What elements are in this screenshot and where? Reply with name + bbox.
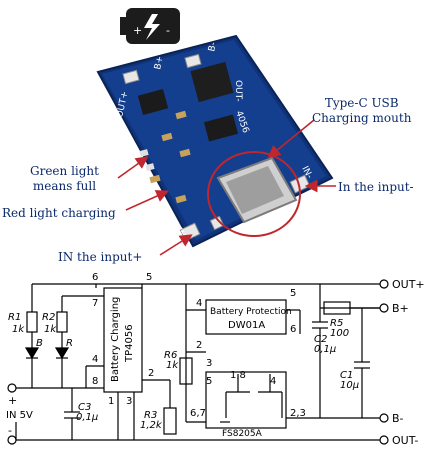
charger-pin-5: 5 (146, 272, 152, 283)
led-blue (24, 347, 40, 360)
led-r-label: R (66, 338, 73, 349)
term-out-plus: OUT+ (392, 278, 425, 291)
r1-label: R1 (8, 312, 21, 323)
silk-b-plus: B+ (153, 55, 166, 70)
r6-value: 1k (166, 360, 179, 371)
charger-pin-1: 1 (108, 396, 114, 407)
prot-pin-1-8: 1,8 (230, 370, 246, 381)
r5-value: 100 (330, 328, 349, 339)
terminals (7, 279, 389, 445)
callout-red: Red light charging (2, 206, 116, 220)
term-in-plus: + (8, 394, 17, 407)
r3-label: R3 (144, 410, 157, 421)
protection-label-2: DW01A (228, 320, 265, 331)
prot-pin-4b: 4 (270, 376, 276, 387)
prot-pin-5b: 5 (206, 376, 212, 387)
module-photo: + - B+ B- OUT+ OUT- 4056 IN- IN+ (96, 8, 336, 256)
c3-value: 0,1µ (76, 412, 98, 423)
c3-label: C3 (78, 402, 91, 413)
prot-pin-5: 5 (290, 288, 296, 299)
callout-input-plus: IN the input+ (58, 250, 143, 264)
term-b-plus: B+ (392, 302, 409, 315)
term-out-minus: OUT- (392, 434, 418, 447)
c1-label: C1 (340, 370, 353, 381)
charger-pin-4: 4 (92, 354, 98, 365)
callout-green: Green light means full (30, 164, 99, 194)
r1-value: 1k (12, 324, 25, 335)
charger-pin-8: 8 (92, 376, 98, 387)
svg-text:-: - (166, 24, 170, 37)
usb-c-connector (207, 151, 301, 237)
term-b-minus: B- (392, 412, 404, 425)
callout-input-minus: In the input- (338, 180, 414, 194)
silk-out-minus: OUT- (233, 80, 243, 102)
svg-text:+: + (133, 24, 142, 37)
c2-value: 0,1µ (314, 344, 336, 355)
r2-label: R2 (42, 312, 55, 323)
chip-tp4056 (190, 61, 234, 103)
callout-green-line2: means full (32, 179, 97, 193)
c1-value: 10µ (340, 380, 359, 391)
silk-b-minus: B- (207, 41, 219, 52)
prot-pin-6: 6 (290, 324, 296, 335)
charger-label-2: TP4056 (124, 324, 135, 363)
callout-green-line1: Green light (30, 164, 99, 178)
term-in-label: IN 5V (6, 410, 33, 421)
charger-label-1: Battery Charging (110, 297, 121, 382)
battery-icon: + - (120, 8, 180, 44)
schematic: Battery Charging TP4056 Battery Protecti… (6, 272, 425, 447)
prot-pin-4: 4 (196, 298, 202, 309)
r6-label: R6 (164, 350, 177, 361)
chip-dw01 (137, 88, 169, 116)
callout-type-c-line1: Type-C USB (324, 96, 399, 110)
callout-type-c: Type-C USB Charging mouth (312, 96, 411, 126)
prot-pin-6-7: 6,7 (190, 408, 206, 419)
chip-fs8205 (203, 114, 239, 142)
charger-pin-7: 7 (92, 298, 98, 309)
led-b-label: B (36, 338, 43, 349)
c2-label: C2 (314, 334, 327, 345)
callout-type-c-line2: Charging mouth (312, 111, 412, 125)
r5-label: R5 (330, 318, 343, 329)
prot-pin-2-3: 2,3 (290, 408, 306, 419)
callout-arrows (117, 119, 336, 256)
r2-value: 1k (44, 324, 57, 335)
charger-pin-2: 2 (148, 368, 154, 379)
prot-pin-2: 2 (196, 340, 202, 351)
mosfet-label: FS8205A (222, 429, 263, 439)
charger-pin-6: 6 (92, 272, 98, 283)
prot-pin-3: 3 (206, 358, 212, 369)
led-red (54, 347, 70, 360)
smd-components (139, 110, 191, 204)
charger-pin-3: 3 (126, 396, 132, 407)
term-in-minus: - (8, 424, 12, 437)
protection-label-1: Battery Protection (210, 307, 292, 317)
r3-value: 1,2k (140, 420, 163, 431)
